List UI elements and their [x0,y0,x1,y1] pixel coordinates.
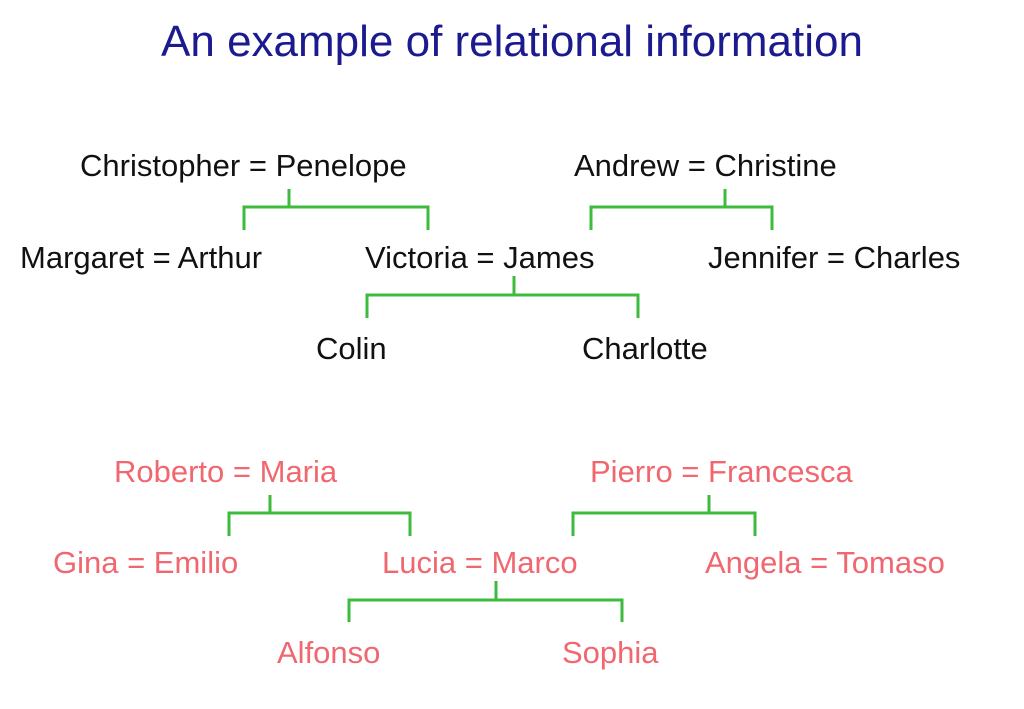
couple-jennifer-charles: Jennifer = Charles [708,240,961,275]
child-charlotte: Charlotte [582,331,708,366]
couple-roberto-maria: Roberto = Maria [114,454,338,489]
couple-christopher-penelope: Christopher = Penelope [80,148,407,183]
connector-roberto-maria-children [227,495,412,536]
child-alfonso: Alfonso [277,635,381,670]
connector-lucia-marco-children [347,581,624,622]
couple-angela-tomaso: Angela = Tomaso [705,545,945,580]
couple-victoria-james: Victoria = James [365,240,595,275]
connector-christopher-penelope-children [242,189,430,230]
couple-margaret-arthur: Margaret = Arthur [20,240,263,275]
couple-gina-emilio: Gina = Emilio [53,545,239,580]
child-colin: Colin [316,331,387,366]
couple-lucia-marco: Lucia = Marco [382,545,578,580]
connector-victoria-james-children [365,276,640,318]
connector-pierro-francesca-children [571,495,757,536]
page-title: An example of relational information [161,17,863,66]
connector-andrew-christine-children [589,189,774,230]
couple-andrew-christine: Andrew = Christine [574,148,837,183]
couple-pierro-francesca: Pierro = Francesca [590,454,853,489]
child-sophia: Sophia [562,635,659,670]
